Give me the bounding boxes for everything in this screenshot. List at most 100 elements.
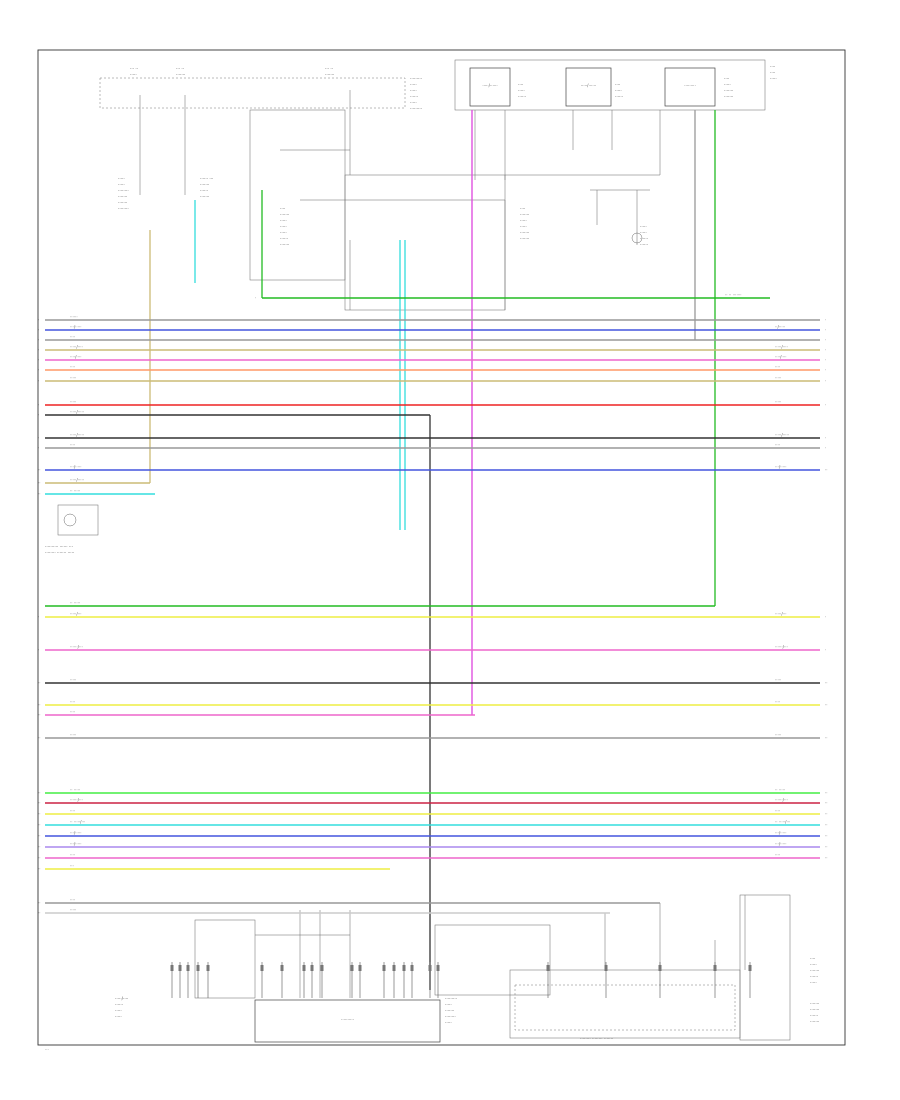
text-line: ··· ·· xyxy=(176,66,184,71)
pin-number: · xyxy=(38,413,39,418)
wire: ·············· xyxy=(38,733,828,741)
text-line: ····· xyxy=(445,1020,452,1025)
component-label: ·········· xyxy=(341,1017,354,1022)
text-line: ···· xyxy=(280,206,285,211)
text-line: ···· xyxy=(810,956,815,961)
terminal-pin xyxy=(428,965,432,971)
text-line: ······ xyxy=(640,242,648,247)
text-block: ········································ xyxy=(118,176,129,211)
text-line: ······ xyxy=(810,974,818,979)
wire-color-label: ······/··· xyxy=(775,798,788,803)
text-block: ··························· xyxy=(810,1001,819,1024)
wire: ············ xyxy=(38,400,826,408)
text-line: ······ xyxy=(410,94,418,99)
text-line: ······ xyxy=(810,1013,818,1018)
wire-color-label: ······/··· xyxy=(70,798,83,803)
pin-number: · xyxy=(825,379,826,384)
pin-number: ·· xyxy=(825,845,828,850)
pin-number: · xyxy=(825,358,826,363)
text-block: ······················· xyxy=(724,76,733,99)
wire-color-label: ····· xyxy=(70,733,76,738)
wire-color-label: ·· ····· xyxy=(70,489,80,494)
wire-color-label: ··/····· xyxy=(775,325,785,330)
component-outline xyxy=(664,67,716,107)
wire-color-label: ······/··· xyxy=(775,645,788,650)
pin-number: · xyxy=(38,358,39,363)
terminal-pin xyxy=(604,965,608,971)
pin-number: · xyxy=(38,379,39,384)
component-label: ········· xyxy=(684,83,695,88)
wire-color-label: ···· xyxy=(775,365,780,370)
terminal-pin xyxy=(206,965,210,971)
text-line: ········ ········ ······· xyxy=(580,1036,613,1041)
text-line: ······ ··· xyxy=(200,176,213,181)
text-block: ··· ········· xyxy=(325,66,334,77)
text-line: ····· xyxy=(280,230,287,235)
pin-number: ·· xyxy=(38,867,41,872)
wire-color-label: ····· xyxy=(775,376,781,381)
wire: ············ xyxy=(38,853,828,861)
wire: ·····/········/····· xyxy=(38,612,826,620)
left-connector-block xyxy=(57,504,99,536)
wire-color-label: ····/···· xyxy=(775,355,787,360)
text-line: ····· xyxy=(770,76,777,81)
text-line: ··· ·· xyxy=(325,66,333,71)
pin-number: · xyxy=(825,328,826,333)
pin-number: ·· xyxy=(825,856,828,861)
wire-color-label: ···· xyxy=(775,853,780,858)
pin-number: · xyxy=(38,368,39,373)
text-line: ····· xyxy=(280,218,287,223)
pin-number: ·· xyxy=(38,492,41,497)
diagram-frame xyxy=(37,49,846,1046)
pin-number: · xyxy=(825,338,826,343)
pin-number: ·· xyxy=(38,481,41,486)
text-line: ····· xyxy=(410,88,417,93)
pin-number: · xyxy=(825,648,826,653)
text-blocks: ··· ·········· ············ ············… xyxy=(45,64,819,1041)
terminal-pin xyxy=(280,965,284,971)
text-line: ······· xyxy=(200,182,209,187)
pin-number: · xyxy=(825,403,826,408)
text-line: ······· xyxy=(325,72,334,77)
text-line: ···· xyxy=(770,64,775,69)
terminal-pin xyxy=(410,965,414,971)
pin-number: · xyxy=(38,328,39,333)
pin-number: ·· xyxy=(825,681,828,686)
text-line: ······· xyxy=(176,72,185,77)
text-line: ······· xyxy=(200,194,209,199)
text-line: ········ xyxy=(118,188,129,193)
terminal-pin xyxy=(713,965,717,971)
wire: ······· xyxy=(38,908,610,916)
wire-color-label: ···· xyxy=(70,809,75,814)
wire-color-label: ···· xyxy=(70,443,75,448)
text-line: ····· xyxy=(115,1014,122,1019)
terminal-pin xyxy=(310,965,314,971)
components: ·····/···········/······················… xyxy=(170,67,752,1043)
text-line: ····· xyxy=(118,176,125,181)
text-line: ····· xyxy=(615,88,622,93)
wire-color-label: ····· xyxy=(70,400,76,405)
wire-color-label: ····/···· xyxy=(70,355,82,360)
terminal-pin xyxy=(178,965,182,971)
pin-number: · xyxy=(825,348,826,353)
component-box: ·········· xyxy=(254,999,441,1043)
component-outline xyxy=(565,67,612,107)
wire-color-label: ···· xyxy=(70,853,75,858)
wire-color-label: ···· xyxy=(70,365,75,370)
text-line: ······· xyxy=(280,212,289,217)
wire-color-label: ····· xyxy=(70,908,76,913)
wire-color-label: ·· ····· xyxy=(70,601,80,606)
wire-color-label: ·· ·····/··· xyxy=(70,820,85,825)
pin-number: · xyxy=(38,446,39,451)
text-block: ··························· xyxy=(810,956,819,985)
text-line: ······· xyxy=(520,230,529,235)
wire: ·····/······ xyxy=(38,410,430,418)
wire: ·· ····· ·· xyxy=(38,489,155,497)
wire-color-label: ···· xyxy=(775,700,780,705)
pin-number: · xyxy=(255,296,256,301)
text-block: ··············· xyxy=(615,82,623,99)
pin-number: ·· xyxy=(38,823,41,828)
text-block: ······ ······················· xyxy=(200,176,213,199)
terminal-pin xyxy=(320,965,324,971)
pin-number: · xyxy=(38,403,39,408)
